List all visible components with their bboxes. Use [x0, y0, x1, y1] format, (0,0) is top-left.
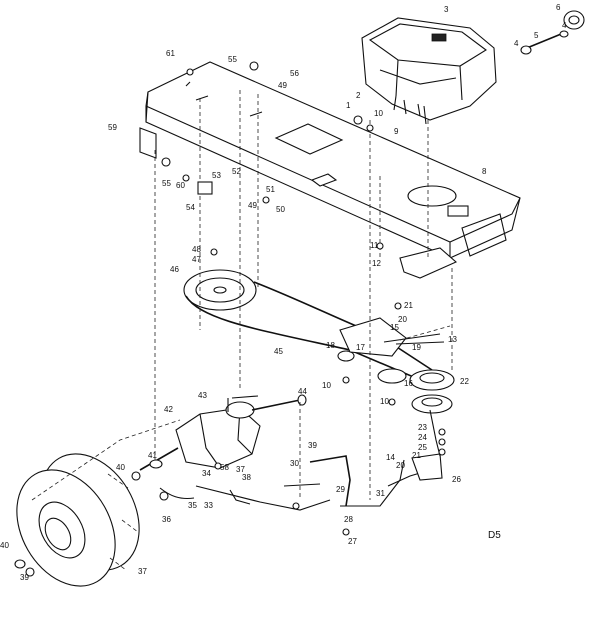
drive-belt: [183, 269, 455, 414]
callout-10: 10: [322, 381, 331, 390]
callout-52: 52: [232, 167, 241, 176]
callout-42: 42: [164, 405, 173, 414]
callout-10: 10: [374, 109, 383, 118]
callout-10: 10: [380, 397, 389, 406]
callout-9: 9: [394, 127, 399, 136]
callout-35: 35: [188, 501, 197, 510]
callout-6: 6: [556, 3, 561, 12]
engine: [361, 17, 497, 125]
callout-55: 55: [162, 179, 171, 188]
callout-26: 26: [452, 475, 461, 484]
callout-18: 18: [326, 341, 335, 350]
callout-25: 25: [418, 443, 427, 452]
callout-21: 21: [412, 451, 421, 460]
callout-49: 49: [248, 201, 257, 210]
transaxle: [139, 394, 307, 471]
diagram-code: D5: [488, 530, 501, 541]
frame: [139, 61, 521, 279]
callout-22: 22: [460, 377, 469, 386]
hardware: [25, 61, 446, 577]
callout-30: 30: [290, 459, 299, 468]
callout-31: 31: [376, 489, 385, 498]
callout-39: 39: [308, 441, 317, 450]
callout-1: 1: [346, 101, 351, 110]
callout-27: 27: [348, 537, 357, 546]
callout-40: 40: [0, 541, 9, 550]
callout-24: 24: [418, 433, 427, 442]
callout-2: 2: [356, 91, 361, 100]
callout-8: 8: [482, 167, 487, 176]
rear-tire: [14, 453, 140, 587]
callout-16: 16: [404, 379, 413, 388]
callouts: 1 2 3 4 4 5 6 8 9 10 10 10 11 12 13 14 1…: [0, 3, 567, 582]
callout-14: 14: [386, 453, 395, 462]
callout-48: 48: [192, 245, 201, 254]
callout-56: 56: [290, 69, 299, 78]
callout-49: 49: [278, 81, 287, 90]
engine-pulley-assembly: [520, 10, 585, 55]
callout-61: 61: [166, 49, 175, 58]
callout-12: 12: [372, 259, 381, 268]
callout-28: 28: [344, 515, 353, 524]
callout-58: 58: [220, 463, 229, 472]
callout-5: 5: [534, 31, 539, 40]
callout-36: 36: [162, 515, 171, 524]
callout-15: 15: [390, 323, 399, 332]
callout-43: 43: [198, 391, 207, 400]
callout-38: 38: [242, 473, 251, 482]
callout-4: 4: [514, 39, 519, 48]
callout-20: 20: [396, 461, 405, 470]
callout-34: 34: [202, 469, 211, 478]
callout-11: 11: [370, 241, 379, 250]
callout-21: 21: [404, 301, 413, 310]
callout-54: 54: [186, 203, 195, 212]
callout-47: 47: [192, 255, 201, 264]
callout-13: 13: [448, 335, 457, 344]
brake-linkage: [159, 409, 443, 511]
callout-3: 3: [444, 5, 449, 14]
callout-40: 40: [116, 463, 125, 472]
callout-33: 33: [204, 501, 213, 510]
callout-44: 44: [298, 387, 307, 396]
callout-4: 4: [562, 21, 567, 30]
callout-37: 37: [236, 465, 245, 474]
callout-45: 45: [274, 347, 283, 356]
callout-55: 55: [228, 55, 237, 64]
callout-59: 59: [108, 123, 117, 132]
callout-60: 60: [176, 181, 185, 190]
callout-46: 46: [170, 265, 179, 274]
callout-41: 41: [148, 451, 157, 460]
callout-17: 17: [356, 343, 365, 352]
callout-29: 29: [336, 485, 345, 494]
callout-37: 37: [138, 567, 147, 576]
callout-51: 51: [266, 185, 275, 194]
callout-53: 53: [212, 171, 221, 180]
callout-39: 39: [20, 573, 29, 582]
idler-bracket: [339, 317, 451, 357]
callout-23: 23: [418, 423, 427, 432]
callout-50: 50: [276, 205, 285, 214]
alignment-lines: [31, 90, 453, 501]
callout-19: 19: [412, 343, 421, 352]
callout-20: 20: [398, 315, 407, 324]
